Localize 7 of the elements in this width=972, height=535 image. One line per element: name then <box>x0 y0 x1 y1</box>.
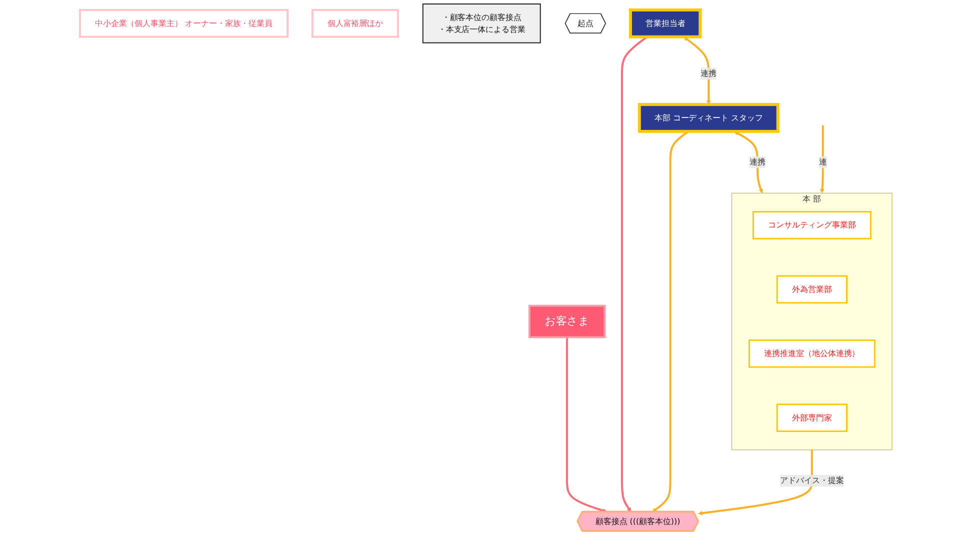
arrow <box>734 131 763 194</box>
arrow <box>566 337 608 513</box>
arrow <box>820 125 824 194</box>
arrow <box>684 36 813 516</box>
arrow <box>652 130 690 512</box>
arrow <box>621 36 648 512</box>
node-box: お客さま <box>528 304 606 338</box>
